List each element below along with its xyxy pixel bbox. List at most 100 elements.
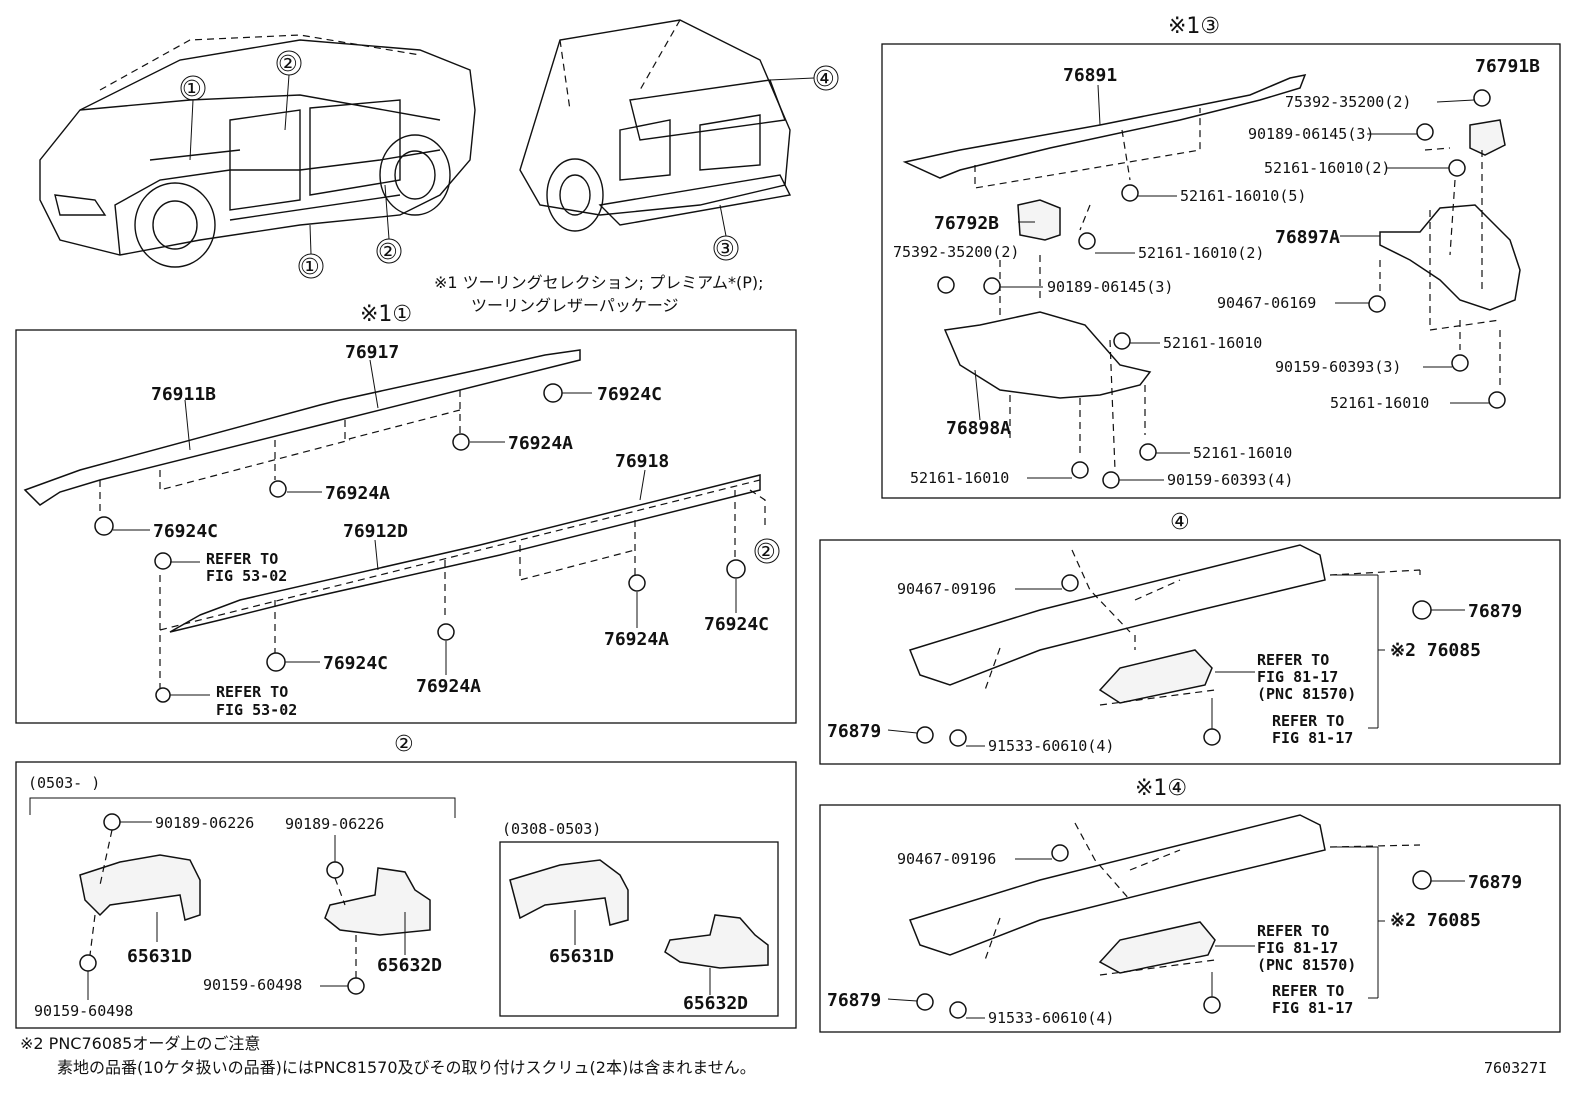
panel3-leaders xyxy=(974,84,1489,481)
part-52161-16010-d[interactable]: 52161-16010 xyxy=(1163,334,1262,352)
part-76911B[interactable]: 76911B xyxy=(151,384,216,405)
part-52161-16010-a[interactable]: 52161-16010(2) xyxy=(1264,159,1390,177)
callout-1b: ① xyxy=(300,255,320,280)
note1-line1: ※1 ツーリングセレクション; プレミアム*(P); xyxy=(434,273,764,292)
part-76924A-a[interactable]: 76924A xyxy=(508,433,573,454)
p4-part-76879-b[interactable]: 76879 xyxy=(827,721,881,742)
part-76924C-d[interactable]: 76924C xyxy=(323,653,388,674)
part-75392-35200-a[interactable]: 75392-35200(2) xyxy=(1285,93,1411,111)
refer2-line1: REFER TO xyxy=(216,683,288,701)
panel5-leaders xyxy=(887,846,1465,1019)
p5-part-90467-09196[interactable]: 90467-09196 xyxy=(897,850,996,868)
part-52161-16010-e[interactable]: 52161-16010 xyxy=(1330,394,1429,412)
note2-line2: 素地の品番(10ケタ扱いの品番)にはPNC81570及びその取り付けスクリュ(2… xyxy=(57,1058,756,1077)
panel2-heading: ② xyxy=(394,732,414,757)
panel2-frame xyxy=(15,761,797,1029)
callout-4: ④ xyxy=(815,67,835,92)
part-52161-16010-c[interactable]: 52161-16010(2) xyxy=(1138,244,1264,262)
part-76918[interactable]: 76918 xyxy=(615,451,669,472)
note1-line2: ツーリングレザーパッケージ xyxy=(471,296,679,315)
part-76924C-c[interactable]: 76924C xyxy=(704,614,769,635)
panel1-heading: ※1① xyxy=(360,302,412,327)
panel4-drawing xyxy=(909,544,1432,747)
p5-part-76879-a[interactable]: 76879 xyxy=(1468,872,1522,893)
panel4-leaders xyxy=(887,574,1465,747)
part-76924C-a[interactable]: 76924C xyxy=(597,384,662,405)
p4-refer1-line3: (PNC 81570) xyxy=(1257,685,1356,703)
panel1-frame xyxy=(15,329,797,724)
p5-refer1-line3: (PNC 81570) xyxy=(1257,956,1356,974)
part-76891[interactable]: 76891 xyxy=(1063,65,1117,86)
part-52161-16010-b[interactable]: 52161-16010(5) xyxy=(1180,187,1306,205)
p4-part-76085[interactable]: ※2 76085 xyxy=(1390,640,1481,661)
part-76792B[interactable]: 76792B xyxy=(934,213,999,234)
part-76924A-c[interactable]: 76924A xyxy=(604,629,669,650)
part-90189-06145-b[interactable]: 90189-06145(3) xyxy=(1047,278,1173,296)
part-65631D-b[interactable]: 65631D xyxy=(549,946,614,967)
part-90159-60498-a[interactable]: 90159-60498 xyxy=(203,976,302,994)
panel5-frame xyxy=(819,804,1561,1033)
p5-part-76085[interactable]: ※2 76085 xyxy=(1390,910,1481,931)
panel4-heading: ④ xyxy=(1170,510,1190,535)
p5-refer1-line1: REFER TO xyxy=(1257,922,1329,940)
part-76912D[interactable]: 76912D xyxy=(343,521,408,542)
p4-refer2-line2: FIG 81-17 xyxy=(1272,729,1353,747)
panel2-range1: (0503- ) xyxy=(28,774,100,792)
part-76924C-b[interactable]: 76924C xyxy=(153,521,218,542)
part-76924A-d[interactable]: 76924A xyxy=(416,676,481,697)
part-76924A-b[interactable]: 76924A xyxy=(325,483,390,504)
callout-3: ③ xyxy=(715,237,735,262)
car-rear-callouts: ④ ③ xyxy=(713,65,839,262)
p4-part-91533-60610[interactable]: 91533-60610(4) xyxy=(988,737,1114,755)
panel2-drawing xyxy=(79,813,769,995)
car-front-callouts: ① ② ① ② xyxy=(180,50,402,280)
part-75392-35200-b[interactable]: 75392-35200(2) xyxy=(893,243,1019,261)
part-76917[interactable]: 76917 xyxy=(345,342,399,363)
part-90189-06145-a[interactable]: 90189-06145(3) xyxy=(1248,125,1374,143)
part-90159-60393-a[interactable]: 90159-60393(3) xyxy=(1275,358,1401,376)
part-52161-16010-f[interactable]: 52161-16010 xyxy=(1193,444,1292,462)
p5-part-91533-60610[interactable]: 91533-60610(4) xyxy=(988,1009,1114,1027)
panel4-frame xyxy=(819,539,1561,765)
car-front-illustration xyxy=(39,34,476,268)
refer1-line1: REFER TO xyxy=(206,550,278,568)
part-76897A[interactable]: 76897A xyxy=(1275,227,1340,248)
panel2-subframe xyxy=(499,841,779,1017)
refer2-line2: FIG 53-02 xyxy=(216,701,297,719)
panel1-drawing xyxy=(23,349,766,703)
part-65631D-a[interactable]: 65631D xyxy=(127,946,192,967)
part-52161-16010-g[interactable]: 52161-16010 xyxy=(910,469,1009,487)
panel1-leaders xyxy=(113,359,737,696)
part-90189-06226-b[interactable]: 90189-06226 xyxy=(285,815,384,833)
callout-1: ① xyxy=(182,77,202,102)
car-rear-illustration xyxy=(519,19,792,232)
note2-line1: ※2 PNC76085オーダ上のご注意 xyxy=(20,1034,260,1053)
part-90159-60393-b[interactable]: 90159-60393(4) xyxy=(1167,471,1293,489)
p4-refer1-line2: FIG 81-17 xyxy=(1257,668,1338,686)
callout-2: ② xyxy=(278,52,298,77)
part-90467-06169[interactable]: 90467-06169 xyxy=(1217,294,1316,312)
refer1-line2: FIG 53-02 xyxy=(206,567,287,585)
panel3-frame xyxy=(881,43,1561,499)
panel2-range2: (0308-0503) xyxy=(502,820,601,838)
p4-part-76879-a[interactable]: 76879 xyxy=(1468,601,1522,622)
part-76898A[interactable]: 76898A xyxy=(946,418,1011,439)
p5-refer2-line1: REFER TO xyxy=(1272,982,1344,1000)
p5-refer2-line2: FIG 81-17 xyxy=(1272,999,1353,1017)
figure-id: 760327I xyxy=(1484,1059,1547,1077)
p5-part-76879-b[interactable]: 76879 xyxy=(827,990,881,1011)
panel1-callout-2: ② xyxy=(756,540,776,565)
panel3-drawing xyxy=(902,73,1521,489)
part-90189-06226-a[interactable]: 90189-06226 xyxy=(155,814,254,832)
panel2-leaders xyxy=(87,821,711,1000)
part-65632D-b[interactable]: 65632D xyxy=(683,993,748,1014)
panel5-drawing xyxy=(909,814,1432,1019)
p5-refer1-line2: FIG 81-17 xyxy=(1257,939,1338,957)
panel5-heading: ※1④ xyxy=(1135,776,1187,801)
part-76791B[interactable]: 76791B xyxy=(1475,56,1540,77)
callout-2b: ② xyxy=(378,240,398,265)
p4-part-90467-09196[interactable]: 90467-09196 xyxy=(897,580,996,598)
part-90159-60498-b[interactable]: 90159-60498 xyxy=(34,1002,133,1020)
part-65632D-a[interactable]: 65632D xyxy=(377,955,442,976)
